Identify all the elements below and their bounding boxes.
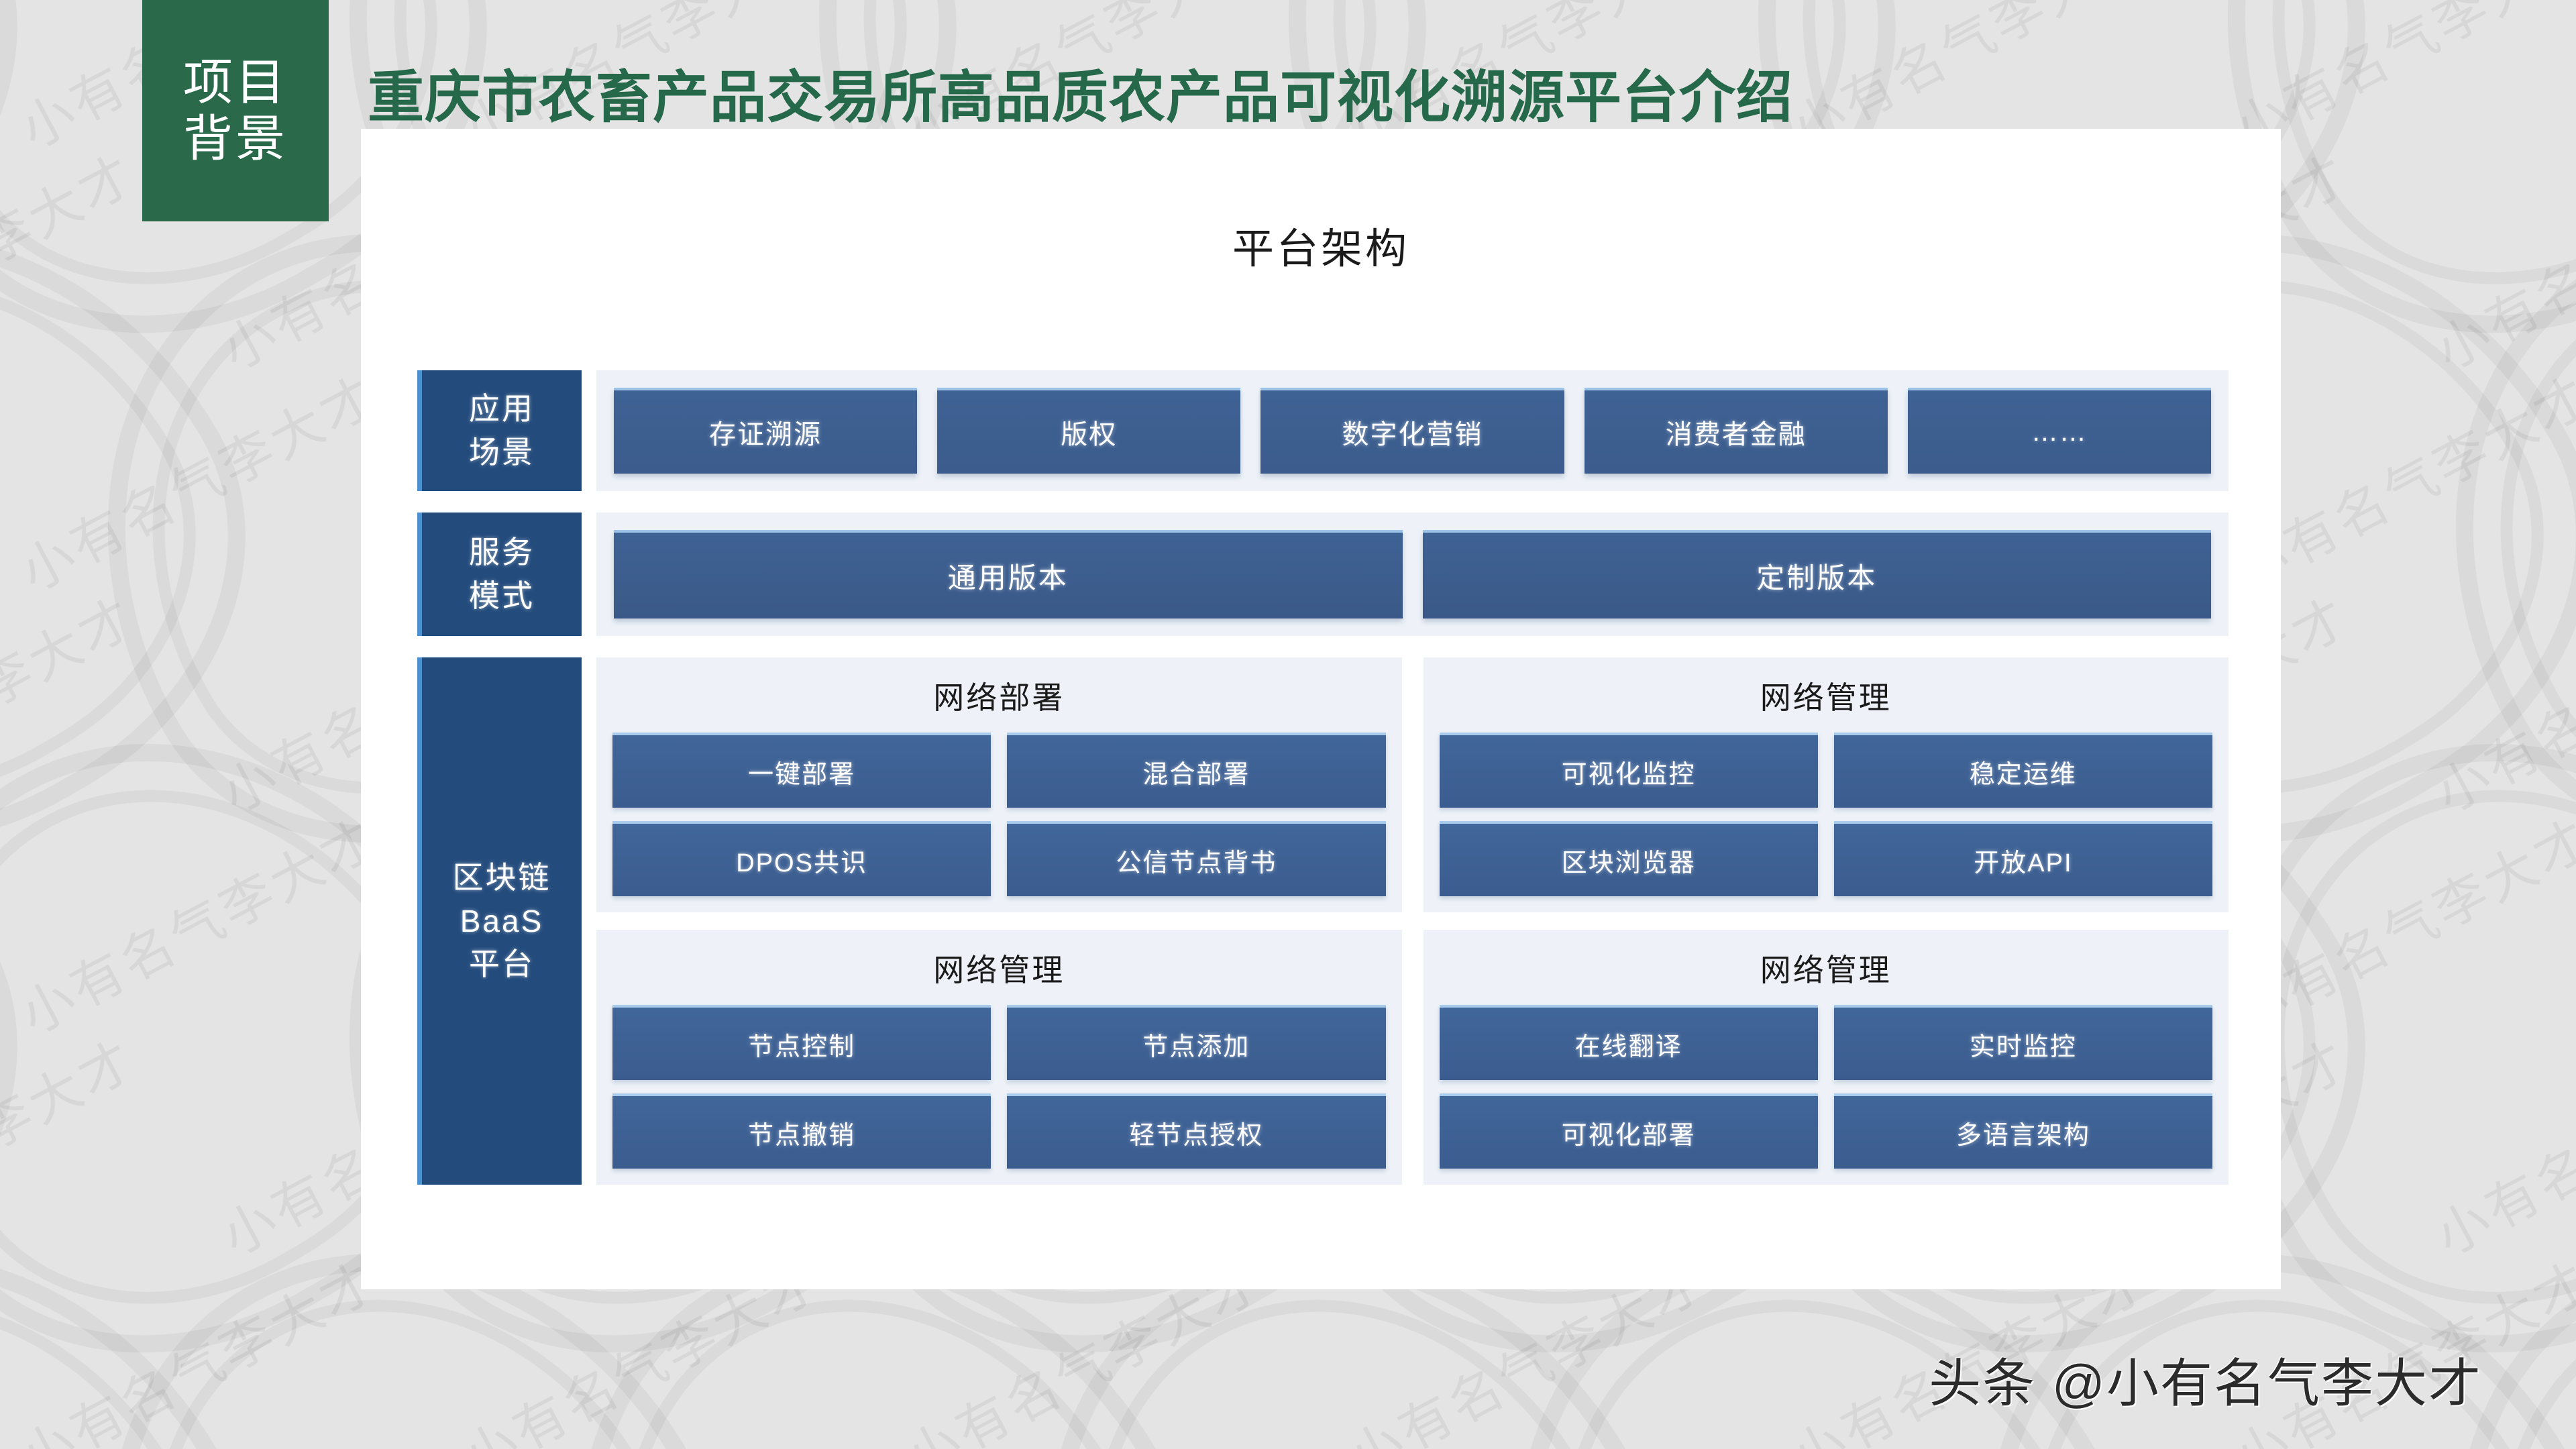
- page-title: 重庆市农畜产品交易所高品质农产品可视化溯源平台介绍: [368, 66, 1794, 129]
- tier-body-application-scenarios: 存证溯源 版权 数字化营销 消费者金融 ……: [596, 370, 2229, 491]
- baas-feature-box[interactable]: 公信节点背书: [1007, 821, 1386, 896]
- quadrant-title: 网络管理: [1760, 680, 1892, 715]
- baas-feature-box[interactable]: 可视化部署: [1439, 1093, 1818, 1169]
- watermark-text: 小有名气李大才: [0, 1029, 146, 1267]
- watermark-text: 小有名气李大才: [2426, 1029, 2576, 1267]
- tier-label-line: 平台: [469, 947, 535, 982]
- page-header: 项目 背景 重庆市农畜产品交易所高品质农产品可视化溯源平台介绍: [0, 0, 2576, 228]
- baas-body: 网络部署 一键部署 混合部署 DPOS共识 公信节点背书 网络管理 可视化监控 …: [596, 657, 2229, 1185]
- baas-feature-box[interactable]: 节点添加: [1007, 1005, 1386, 1080]
- baas-quadrant-network-management-1: 网络管理 可视化监控 稳定运维 区块浏览器 开放API: [1423, 657, 2229, 912]
- quadrant-grid: 在线翻译 实时监控 可视化部署 多语言架构: [1439, 1005, 2212, 1169]
- baas-feature-box[interactable]: DPOS共识: [612, 821, 991, 896]
- project-tag-line-1: 项目: [183, 54, 288, 110]
- baas-feature-box[interactable]: 多语言架构: [1833, 1093, 2212, 1169]
- tier-body-service-model: 通用版本 定制版本: [596, 513, 2229, 636]
- baas-quadrant-network-management-2: 网络管理 节点控制 节点添加 节点撤销 轻节点授权: [596, 930, 1402, 1185]
- baas-feature-box[interactable]: 在线翻译: [1439, 1005, 1818, 1080]
- watermark-arc: [2331, 117, 2576, 943]
- tier-label-service-model: 服务 模式: [417, 513, 582, 636]
- baas-feature-box[interactable]: 混合部署: [1007, 733, 1386, 808]
- baas-row-top: 网络部署 一键部署 混合部署 DPOS共识 公信节点背书 网络管理 可视化监控 …: [596, 657, 2229, 912]
- baas-feature-box[interactable]: 区块浏览器: [1439, 821, 1818, 896]
- tier-blockchain-baas: 区块链 BaaS 平台 网络部署 一键部署 混合部署 DPOS共识 公信节点背书: [417, 657, 2229, 1185]
- baas-feature-box[interactable]: 稳定运维: [1833, 733, 2212, 808]
- tier-application-scenarios: 应用 场景 存证溯源 版权 数字化营销 消费者金融 ……: [417, 370, 2229, 491]
- watermark-arc: [0, 117, 339, 943]
- content-card: 平台架构 应用 场景 存证溯源 版权 数字化营销 消费者金融 …… 服务 模式: [361, 129, 2281, 1289]
- app-scenario-box[interactable]: 消费者金融: [1584, 388, 1888, 474]
- baas-row-bottom: 网络管理 节点控制 节点添加 节点撤销 轻节点授权 网络管理 在线翻译 实时监控: [596, 930, 2229, 1185]
- watermark-arc: [0, 1201, 275, 1449]
- baas-feature-box[interactable]: 轻节点授权: [1007, 1093, 1386, 1169]
- watermark-arc: [0, 181, 275, 879]
- service-model-box[interactable]: 定制版本: [1422, 530, 2211, 619]
- baas-feature-box[interactable]: 实时监控: [1833, 1005, 2212, 1080]
- tier-label-line: 场景: [469, 435, 535, 470]
- quadrant-grid: 一键部署 混合部署 DPOS共识 公信节点背书: [612, 733, 1386, 896]
- tier-label-line: 应用: [469, 391, 535, 427]
- tier-label-blockchain-baas: 区块链 BaaS 平台: [417, 657, 582, 1185]
- quadrant-title: 网络管理: [933, 953, 1065, 987]
- architecture-heading: 平台架构: [1232, 226, 1409, 272]
- watermark-text: 小有名气李大才: [0, 586, 146, 824]
- baas-feature-box[interactable]: 节点控制: [612, 1005, 991, 1080]
- app-scenario-box[interactable]: 版权: [937, 388, 1241, 474]
- quadrant-grid: 可视化监控 稳定运维 区块浏览器 开放API: [1439, 733, 2212, 896]
- service-model-box[interactable]: 通用版本: [614, 530, 1403, 619]
- tier-label-line: 区块链: [452, 860, 551, 896]
- watermark-arc: [0, 691, 47, 1389]
- baas-feature-box[interactable]: 开放API: [1833, 821, 2212, 896]
- quadrant-grid: 节点控制 节点添加 节点撤销 轻节点授权: [612, 1005, 1386, 1169]
- watermark-text: 小有名气李大才: [11, 365, 388, 603]
- baas-quadrant-network-management-3: 网络管理 在线翻译 实时监控 可视化部署 多语言架构: [1423, 930, 2229, 1185]
- tier-service-model: 服务 模式 通用版本 定制版本: [417, 513, 2229, 636]
- baas-feature-box[interactable]: 可视化监控: [1439, 733, 1818, 808]
- watermark-arc: [0, 1137, 339, 1449]
- watermark-text: 小有名气李大才: [11, 808, 388, 1046]
- quadrant-title: 网络部署: [933, 680, 1065, 715]
- project-tag-line-2: 背景: [183, 111, 288, 166]
- watermark-text: 小有名气李大才: [2426, 586, 2576, 824]
- app-scenario-box[interactable]: ……: [1907, 388, 2212, 474]
- baas-feature-box[interactable]: 节点撤销: [612, 1093, 991, 1169]
- quadrant-title: 网络管理: [1760, 953, 1892, 987]
- watermark-arc: [0, 627, 111, 1449]
- architecture-diagram: 应用 场景 存证溯源 版权 数字化营销 消费者金融 …… 服务 模式 通用版本 …: [417, 370, 2229, 1185]
- app-scenario-box[interactable]: 数字化营销: [1260, 388, 1564, 474]
- tier-label-line: 服务: [469, 535, 535, 570]
- baas-quadrant-network-deployment: 网络部署 一键部署 混合部署 DPOS共识 公信节点背书: [596, 657, 1402, 912]
- app-scenario-box[interactable]: 存证溯源: [614, 388, 918, 474]
- author-signature: 头条 @小有名气李大才: [1929, 1354, 2482, 1413]
- watermark-arc: [2395, 181, 2576, 879]
- watermark-text: 小有名气李大才: [11, 1250, 388, 1449]
- tier-label-line: 模式: [469, 578, 535, 613]
- tier-label-application-scenarios: 应用 场景: [417, 370, 582, 491]
- watermark-arc: [2573, 627, 2576, 1449]
- tier-label-line: BaaS: [460, 903, 544, 938]
- project-background-tag: 项目 背景: [142, 0, 329, 221]
- baas-feature-box[interactable]: 一键部署: [612, 733, 991, 808]
